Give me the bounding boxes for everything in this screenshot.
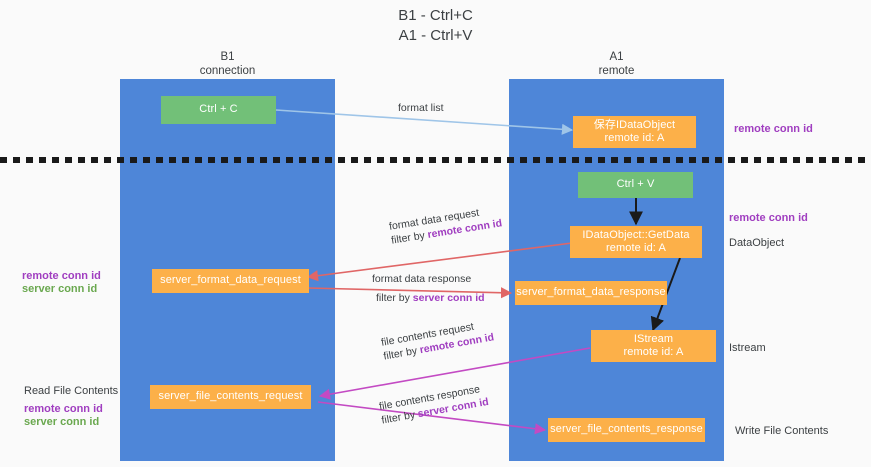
page-title: B1 - Ctrl+C A1 - Ctrl+V bbox=[0, 6, 871, 46]
annotation-right-remote-conn-id-top: remote conn id bbox=[734, 123, 813, 135]
node-server-file-contents-request[interactable]: server_file_contents_request bbox=[150, 385, 311, 409]
node-server-file-contents-request-label: server_file_contents_request bbox=[158, 390, 303, 403]
edge-label-format-data-response-highlight: server conn id bbox=[412, 292, 485, 304]
node-istream[interactable]: IStream remote id: A bbox=[591, 330, 716, 362]
node-save-dataobject[interactable]: 保存IDataObject remote id: A bbox=[573, 116, 696, 148]
annotation-left-remote-conn-id: remote conn id bbox=[22, 270, 101, 282]
node-save-dataobject-line-2: remote id: A bbox=[604, 132, 665, 144]
edge-file-contents-response bbox=[317, 401, 547, 435]
node-server-format-data-request-label: server_format_data_request bbox=[160, 274, 301, 287]
node-server-format-data-response[interactable]: server_format_data_response bbox=[515, 281, 667, 305]
annotation-right-write-file-contents: Write File Contents bbox=[735, 425, 829, 437]
edge-label-format-data-response: format data response filter by server co… bbox=[372, 272, 485, 305]
phase-divider-dashed-line bbox=[0, 157, 871, 163]
node-server-file-contents-response[interactable]: server_file_contents_response bbox=[548, 418, 705, 442]
annotation-right-remote-conn-id-mid: remote conn id bbox=[729, 212, 808, 224]
page-title-line-1: B1 - Ctrl+C bbox=[398, 7, 473, 24]
node-istream-line-2: remote id: A bbox=[623, 346, 684, 358]
edge-label-format-data-response-line-2: filter by server conn id bbox=[376, 291, 485, 305]
column-header-b1-name: B1 bbox=[220, 51, 235, 63]
edge-format-data-request bbox=[306, 242, 573, 282]
edge-format-data-response bbox=[307, 287, 513, 299]
node-ctrl-c[interactable]: Ctrl + C bbox=[161, 96, 276, 124]
annotation-left-read-file-contents: Read File Contents bbox=[24, 385, 119, 397]
column-header-a1-name: A1 bbox=[609, 51, 624, 63]
column-header-a1: A1 remote bbox=[509, 50, 724, 78]
node-getdata[interactable]: IDataObject::GetData remote id: A bbox=[570, 226, 702, 258]
node-ctrl-c-label: Ctrl + C bbox=[199, 103, 238, 116]
node-server-format-data-request[interactable]: server_format_data_request bbox=[152, 269, 309, 293]
node-server-file-contents-response-label: server_file_contents_response bbox=[550, 423, 703, 436]
annotation-left-bottom-remote-conn-id: remote conn id bbox=[24, 403, 103, 415]
column-header-a1-role: remote bbox=[598, 65, 635, 77]
edge-file-contents-request bbox=[318, 347, 591, 400]
annotation-left-server-conn-id: server conn id bbox=[22, 283, 98, 295]
annotation-right-dataobject: DataObject bbox=[729, 237, 785, 249]
column-header-b1: B1 connection bbox=[120, 50, 335, 78]
column-header-b1-role: connection bbox=[199, 65, 256, 77]
edge-label-format-data-response-line-1: format data response bbox=[372, 273, 472, 285]
edge-label-format-list: format list bbox=[398, 101, 444, 115]
node-getdata-line-2: remote id: A bbox=[606, 242, 666, 254]
annotation-left-bottom-server-conn-id: server conn id bbox=[24, 416, 100, 428]
node-getdata-line-1: IDataObject::GetData bbox=[582, 228, 690, 241]
page-title-line-2: A1 - Ctrl+V bbox=[398, 27, 473, 44]
annotation-right-istream: Istream bbox=[729, 342, 766, 354]
edge-format-list bbox=[275, 109, 574, 135]
node-save-dataobject-line-1: 保存IDataObject bbox=[593, 118, 676, 131]
node-istream-line-1: IStream bbox=[633, 332, 674, 345]
edge-label-format-list-text: format list bbox=[398, 102, 444, 114]
edge-label-format-data-response-prefix: filter by bbox=[376, 292, 413, 304]
node-ctrl-v-label: Ctrl + V bbox=[616, 178, 655, 191]
node-ctrl-v[interactable]: Ctrl + V bbox=[578, 172, 693, 198]
node-server-format-data-response-label: server_format_data_response bbox=[516, 286, 666, 299]
